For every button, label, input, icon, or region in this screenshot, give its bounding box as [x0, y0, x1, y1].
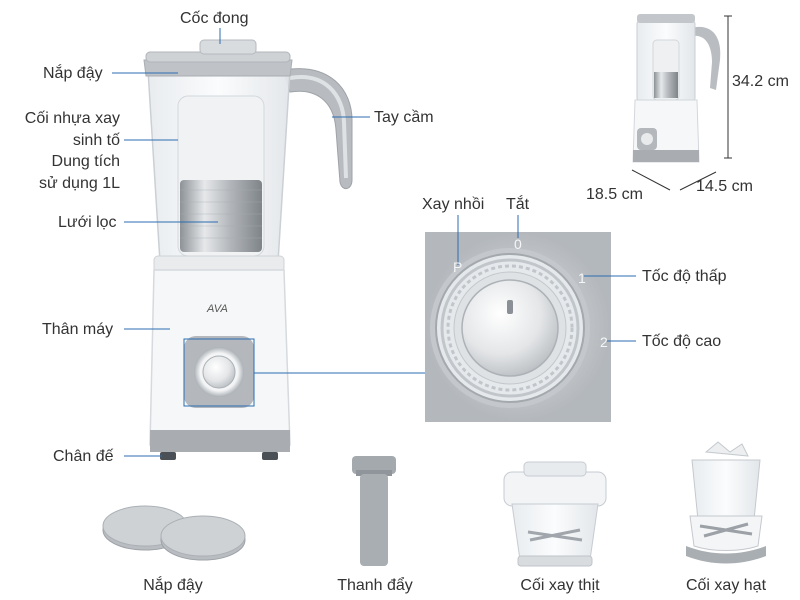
label-jar-line1: Cối nhựa xay: [24, 110, 120, 127]
knob-mark-off: 0: [514, 236, 522, 252]
label-base: Chân đế: [53, 448, 114, 465]
label-jar-line4: sử dụng 1L: [39, 175, 120, 192]
dimension-width: 18.5 cm: [586, 186, 643, 203]
label-accessory-lids: Nắp đậy: [143, 577, 203, 594]
accessory-pusher: [352, 456, 396, 566]
knob-mark-high: 2: [600, 334, 608, 350]
label-jar-line3: Dung tích: [51, 153, 120, 170]
label-accessory-pusher: Thanh đẩy: [337, 577, 413, 594]
knob-mark-low: 1: [578, 270, 586, 286]
brand-logo: AVA: [206, 303, 228, 315]
label-pulse: Xay nhồi: [422, 196, 485, 213]
handle-shape: [282, 68, 353, 189]
dimension-depth: 14.5 cm: [696, 178, 753, 195]
callout-lines: [112, 28, 636, 457]
accessory-nut-grinder: [686, 441, 766, 564]
label-high-speed: Tốc độ cao: [642, 333, 722, 350]
accessory-meat-grinder: [503, 461, 607, 567]
filter-mesh: [180, 180, 262, 252]
measuring-cup-shape: [199, 39, 257, 55]
label-filter: Lưới lọc: [58, 214, 117, 231]
label-low-speed: Tốc độ thấp: [642, 268, 727, 285]
label-off: Tắt: [506, 196, 530, 213]
accessory-lids: [102, 505, 246, 561]
dimension-thumbnail: [631, 14, 732, 191]
knob-mark-pulse: P: [453, 259, 462, 275]
label-accessory-nut-grinder: Cối xay hạt: [685, 577, 767, 594]
label-handle: Tay cầm: [374, 109, 434, 126]
label-lid: Nắp đậy: [43, 65, 103, 82]
label-measuring-cup: Cốc đong: [180, 10, 249, 27]
main-blender: [143, 39, 353, 460]
label-body: Thân máy: [42, 321, 114, 338]
label-jar-line2: sinh tố: [72, 132, 120, 149]
label-accessory-meat-grinder: Cối xay thịt: [520, 577, 600, 594]
knob-closeup: [425, 232, 611, 422]
dimension-height: 34.2 cm: [732, 73, 789, 90]
